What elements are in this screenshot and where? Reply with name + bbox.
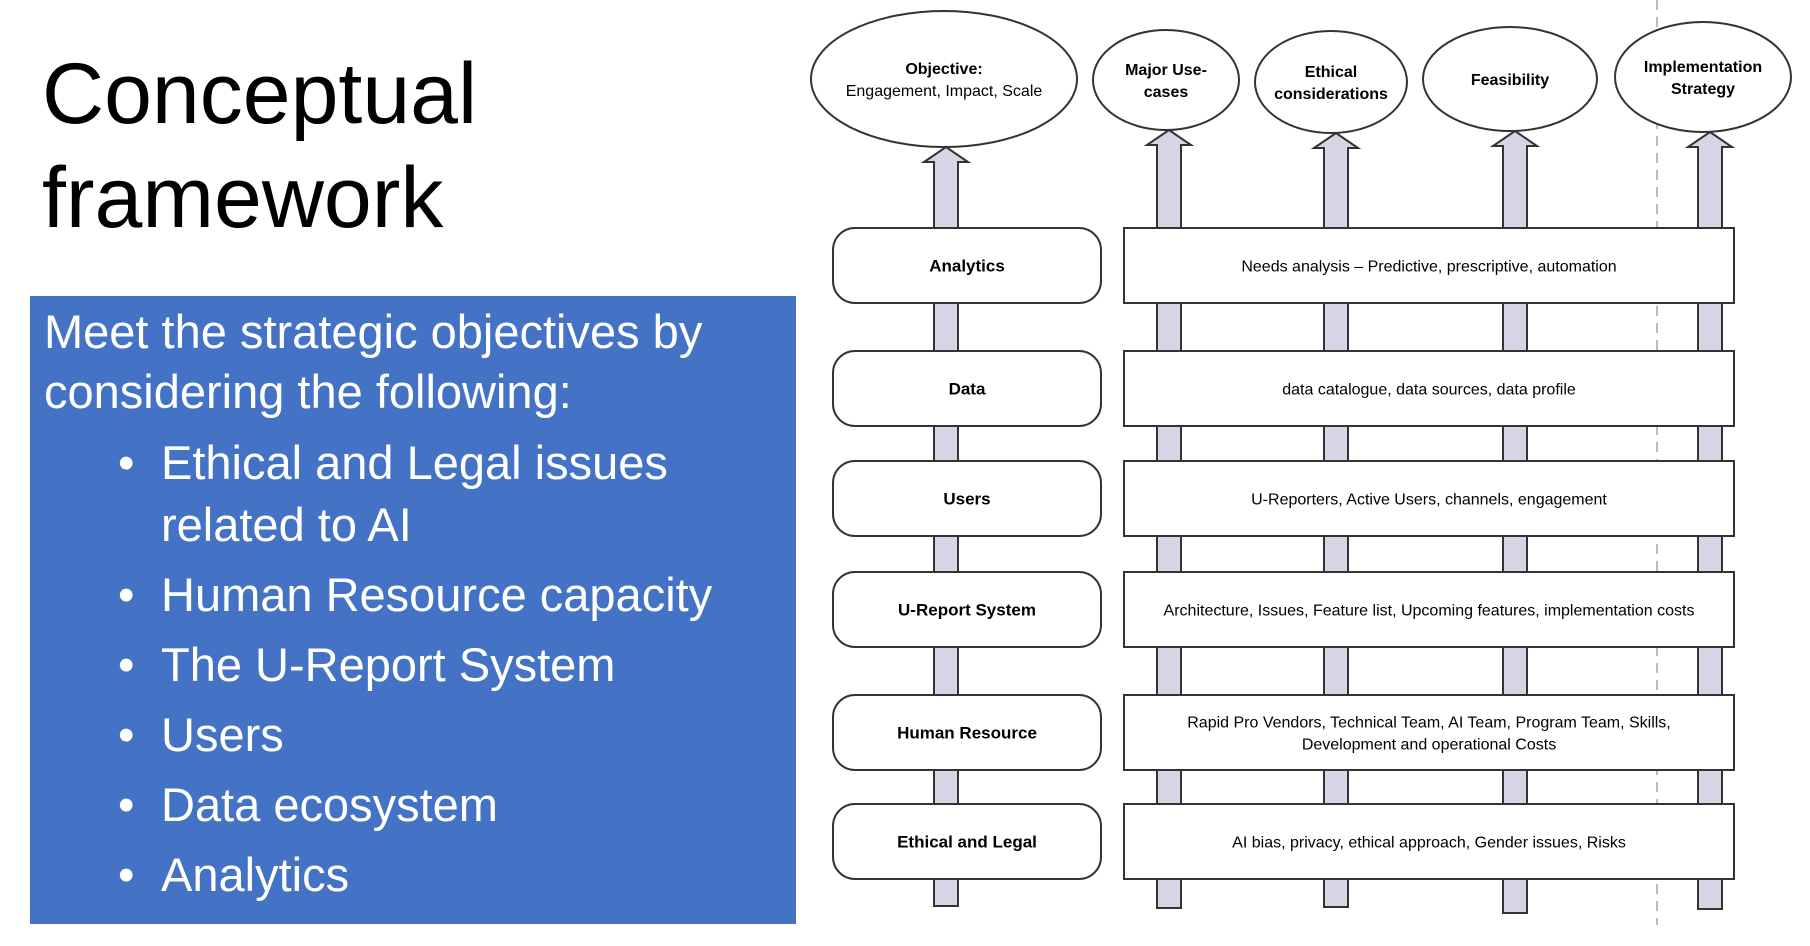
- objective-bullet-text: Human Resource capacity: [161, 568, 713, 621]
- objectives-list: Ethical and Legal issues related to AI H…: [30, 432, 781, 914]
- goal-ellipse: [1614, 21, 1792, 133]
- goal-label: Feasibility: [1471, 72, 1549, 89]
- layer-label-box: [832, 350, 1102, 427]
- layer-label: Human Resource: [897, 724, 1037, 743]
- layer-label-box: [832, 460, 1102, 537]
- objective-bullet-text: Analytics: [161, 848, 350, 901]
- goal-label: Implementation: [1644, 59, 1762, 76]
- layer-label-box: [832, 571, 1102, 648]
- goal-label: Strategy: [1671, 81, 1735, 98]
- objective-bullet: Human Resource capacity: [30, 564, 781, 626]
- goal-label: Ethical: [1305, 64, 1357, 81]
- objective-bullet: Ethical and Legal issues related to AI: [30, 432, 781, 556]
- objective-bullet-text: Ethical and Legal issues related to AI: [161, 436, 668, 551]
- layer-label: Users: [943, 490, 990, 509]
- objective-bullet: Analytics: [30, 844, 781, 906]
- layer-label-box: [832, 694, 1102, 771]
- layer-label: Ethical and Legal: [897, 833, 1037, 852]
- layer-detail-box: [1123, 227, 1735, 304]
- layer-label: Data: [949, 380, 986, 399]
- layer-detail-box: [1123, 571, 1735, 648]
- objective-bullet: Data ecosystem: [30, 774, 781, 836]
- goal-label: Major Use-: [1125, 62, 1207, 79]
- layer-detail-text: AI bias, privacy, ethical approach, Gend…: [1232, 835, 1626, 852]
- goal-ellipse: [1092, 29, 1240, 131]
- layer-detail-text: Rapid Pro Vendors, Technical Team, AI Te…: [1187, 715, 1671, 732]
- objectives-panel: Meet the strategic objectives by conside…: [30, 296, 796, 924]
- goal-ellipse: [810, 10, 1078, 148]
- layer-detail-box: [1123, 694, 1735, 771]
- goal-label: Engagement, Impact, Scale: [846, 83, 1043, 100]
- goal-label: cases: [1144, 84, 1189, 101]
- objectives-intro: Meet the strategic objectives by conside…: [44, 305, 703, 418]
- layer-detail-text: Needs analysis – Predictive, prescriptiv…: [1241, 259, 1616, 276]
- objective-bullet-text: Data ecosystem: [161, 778, 498, 831]
- layer-detail-box: [1123, 460, 1735, 537]
- slide-title-line-1: Conceptual: [42, 46, 478, 142]
- objective-bullet-text: The U-Report System: [161, 638, 616, 691]
- objective-bullet-text: Users: [161, 708, 284, 761]
- layer-detail-text: data catalogue, data sources, data profi…: [1282, 382, 1576, 399]
- goal-label: Objective:: [905, 61, 982, 78]
- layer-detail-text: U-Reporters, Active Users, channels, eng…: [1251, 492, 1607, 509]
- goal-ellipse: [1422, 26, 1598, 132]
- objective-bullet: Users: [30, 704, 781, 766]
- layer-detail-text: Development and operational Costs: [1302, 737, 1556, 754]
- layer-detail-box: [1123, 350, 1735, 427]
- goal-ellipse: [1254, 30, 1408, 134]
- slide-title: Conceptual framework: [42, 42, 742, 250]
- objective-bullet: The U-Report System: [30, 634, 781, 696]
- layer-label-box: [832, 227, 1102, 304]
- layer-detail-text: Architecture, Issues, Feature list, Upco…: [1164, 603, 1695, 620]
- goal-label: considerations: [1274, 86, 1388, 103]
- layer-label: U-Report System: [898, 601, 1036, 620]
- layer-label: Analytics: [929, 257, 1005, 276]
- slide-title-line-2: framework: [42, 150, 444, 246]
- layer-label-box: [832, 803, 1102, 880]
- layer-detail-box: [1123, 803, 1735, 880]
